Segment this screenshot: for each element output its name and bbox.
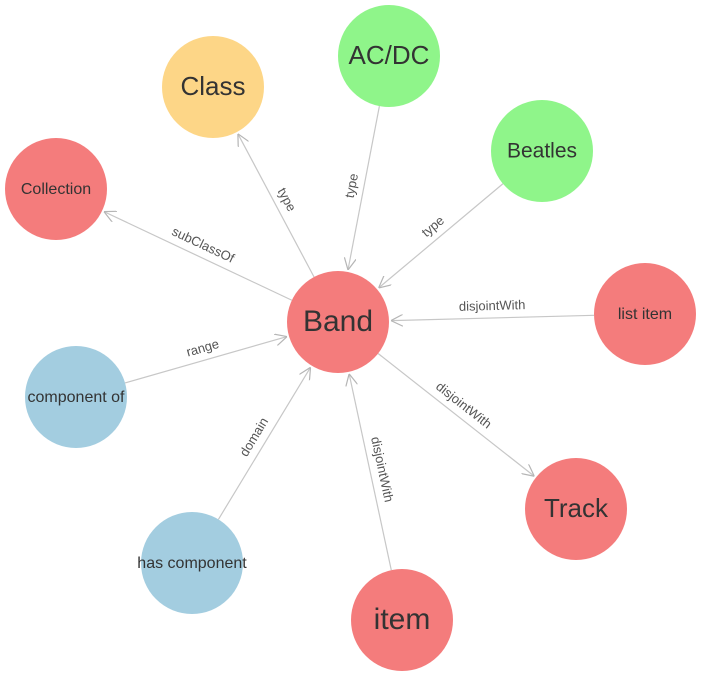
edge-label-range: range xyxy=(185,336,221,360)
edge-acdc-to-band: type xyxy=(342,105,380,270)
edge-label-domain: domain xyxy=(236,415,271,459)
edge-label-disjointwith: disjointWith xyxy=(459,297,526,314)
node-class[interactable]: Class xyxy=(162,36,264,138)
node-label: AC/DC xyxy=(349,40,430,70)
edge-list-item-to-band: disjointWith xyxy=(391,297,595,321)
node-component-of[interactable]: component of xyxy=(25,346,127,448)
edge-line xyxy=(238,134,315,278)
node-collection[interactable]: Collection xyxy=(5,138,107,240)
edge-band-to-track: disjointWith xyxy=(377,353,534,477)
edge-beatles-to-band: type xyxy=(379,183,504,288)
edge-line xyxy=(124,337,287,384)
node-circle[interactable] xyxy=(491,100,593,202)
node-circle[interactable] xyxy=(25,346,127,448)
edge-line xyxy=(217,367,310,520)
edge-band-to-collection: subClassOf xyxy=(104,212,293,301)
edge-label-disjointwith: disjointWith xyxy=(368,435,397,503)
edge-line xyxy=(104,212,293,301)
edge-line xyxy=(379,183,504,288)
edge-line xyxy=(391,315,595,320)
node-has-component[interactable]: has component xyxy=(137,512,247,614)
edge-label-disjointwith: disjointWith xyxy=(433,379,495,432)
edge-has-component-to-band: domain xyxy=(217,367,310,520)
node-label: component of xyxy=(28,389,126,406)
edge-line xyxy=(377,353,534,477)
edge-component-of-to-band: range xyxy=(124,336,287,384)
node-label: Collection xyxy=(21,181,91,198)
node-circle[interactable] xyxy=(5,138,107,240)
node-circle[interactable] xyxy=(594,263,696,365)
node-beatles[interactable]: Beatles xyxy=(491,100,593,202)
node-circle[interactable] xyxy=(525,458,627,560)
node-acdc[interactable]: AC/DC xyxy=(338,5,440,107)
edge-item-to-band: disjointWith xyxy=(349,374,397,571)
node-label: list item xyxy=(618,306,672,323)
node-circle[interactable] xyxy=(287,271,389,373)
edge-line xyxy=(348,105,380,270)
node-item[interactable]: item xyxy=(351,569,453,671)
node-track[interactable]: Track xyxy=(525,458,627,560)
edge-band-to-class: type xyxy=(238,134,315,278)
edge-line xyxy=(349,374,392,571)
node-circle[interactable] xyxy=(162,36,264,138)
edge-label-subclassof: subClassOf xyxy=(170,224,238,266)
edge-label-type: type xyxy=(342,172,361,199)
node-label: Band xyxy=(303,305,373,338)
node-label: Beatles xyxy=(507,140,577,163)
node-circle[interactable] xyxy=(338,5,440,107)
node-circle[interactable] xyxy=(141,512,243,614)
node-label: has component xyxy=(137,555,247,572)
node-band[interactable]: Band xyxy=(287,271,389,373)
node-label: item xyxy=(374,603,431,636)
node-circle[interactable] xyxy=(351,569,453,671)
edge-label-type: type xyxy=(419,213,447,240)
node-label: Track xyxy=(544,493,609,523)
node-list-item[interactable]: list item xyxy=(594,263,696,365)
node-label: Class xyxy=(180,71,245,101)
